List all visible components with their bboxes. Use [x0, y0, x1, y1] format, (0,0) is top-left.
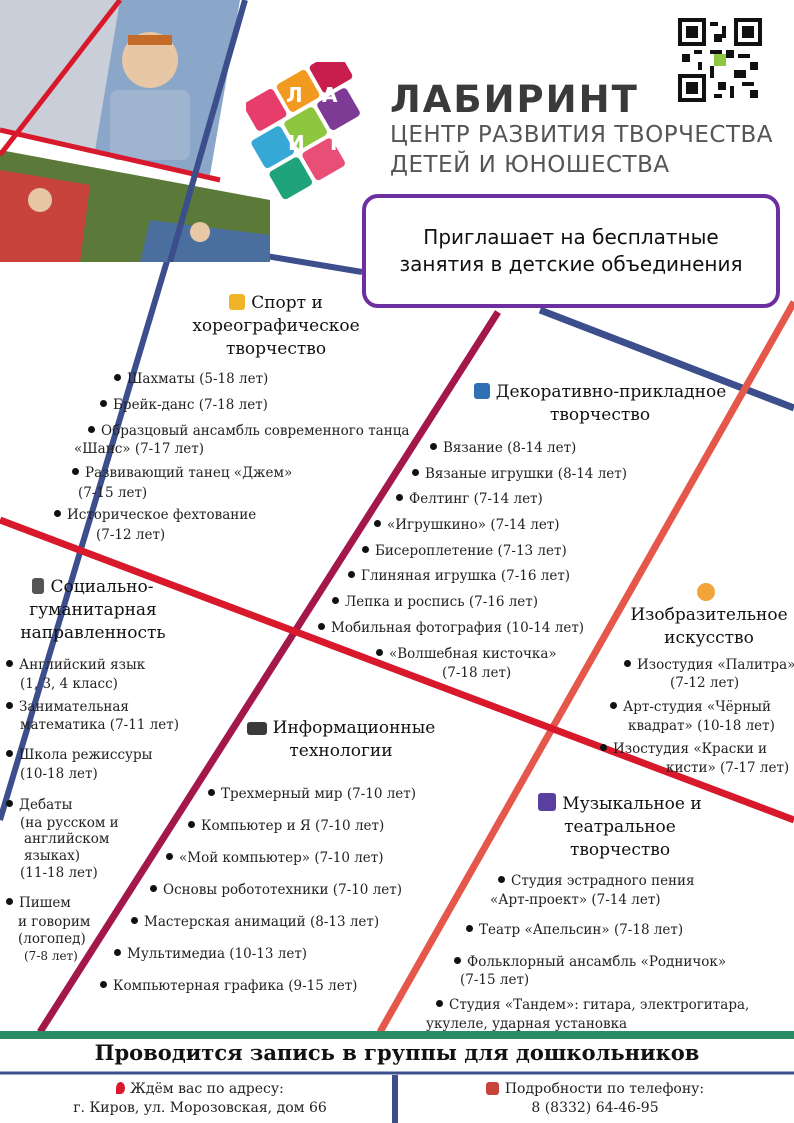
svg-text:Л: Л — [286, 83, 303, 107]
list-item-continued: (7-12 лет) — [670, 675, 740, 691]
svg-text:А: А — [322, 83, 338, 107]
svg-text:Н: Н — [330, 131, 347, 155]
list-item: Изостудия «Палитра» — [624, 656, 794, 675]
section-title-social: Социально- гуманитарная направленность — [20, 577, 166, 643]
list-item: Брейк-данс (7-18 лет) — [100, 396, 268, 415]
music-note-icon — [538, 793, 557, 811]
photo-collage — [0, 0, 270, 262]
list-item: Мобильная фотография (10-14 лет) — [318, 619, 584, 638]
section-title-decorative: Декоративно-прикладное творчество — [460, 381, 740, 427]
list-item: «Игрушкино» (7-14 лет) — [374, 516, 560, 535]
map-pin-icon — [116, 1082, 126, 1094]
list-item: «Волшебная кисточка» — [376, 645, 557, 664]
list-item: Развивающий танец «Джем» — [72, 464, 292, 483]
address-text: г. Киров, ул. Морозовская, дом 66 — [73, 1100, 327, 1116]
list-item: Вязание (8-14 лет) — [430, 439, 576, 458]
list-item-continued: «Шанс» (7-17 лет) — [74, 441, 205, 457]
list-item: Школа режиссуры — [6, 746, 152, 765]
palette-icon — [697, 583, 715, 601]
list-item: Компьютерная графика (9-15 лет) — [100, 977, 357, 996]
list-item: Компьютер и Я (7-10 лет) — [188, 817, 384, 836]
invitation-box: Приглашает на бесплатные занятия в детск… — [362, 194, 780, 308]
list-item: Занимательная — [6, 698, 129, 717]
list-item-continued: языках) — [24, 848, 80, 864]
qr-code[interactable] — [678, 18, 762, 102]
phone-icon — [485, 1082, 499, 1095]
list-item: Студия эстрадного пения — [498, 872, 695, 891]
list-item: Образцовый ансамбль современного танца — [88, 422, 409, 441]
list-item-continued: математика (7-11 лет) — [20, 717, 179, 733]
list-item: Мастерская анимаций (8-13 лет) — [131, 913, 379, 932]
list-item: Лепка и роспись (7-16 лет) — [332, 593, 538, 612]
quill-pen-icon — [32, 578, 45, 594]
laptop-icon — [246, 722, 267, 735]
enrollment-banner: Проводится запись в группы для дошкольни… — [94, 1040, 700, 1065]
list-item: Театр «Апельсин» (7-18 лет) — [466, 921, 683, 940]
brand-subtitle-2: ДЕТЕЙ И ЮНОШЕСТВА — [390, 152, 670, 178]
list-item: Студия «Тандем»: гитара, электрогитара, — [436, 996, 749, 1015]
list-item-continued: (7-15 лет) — [78, 485, 148, 501]
labyrinth-logo: Л А И Н — [246, 62, 360, 200]
list-item: Пишем — [6, 894, 71, 913]
list-item: Дебаты — [6, 796, 72, 815]
list-item: Изостудия «Краски и — [600, 740, 767, 759]
list-item-continued: укулеле, ударная установка — [426, 1016, 628, 1032]
list-item-continued: (7-15 лет) — [460, 972, 530, 988]
list-item-continued: (10-18 лет) — [20, 766, 98, 782]
svg-text:И: И — [288, 131, 305, 155]
list-item: Основы робототехники (7-10 лет) — [150, 881, 402, 900]
list-item: Бисероплетение (7-13 лет) — [362, 542, 567, 561]
list-item-continued: (7-8 лет) — [24, 949, 78, 963]
section-title-sport: Спорт и хореографическое творчество — [192, 293, 360, 359]
list-item: Историческое фехтование — [54, 506, 256, 525]
red-line — [0, 516, 794, 824]
footer-address: Ждём вас по адресу: г. Киров, ул. Морозо… — [40, 1080, 360, 1118]
section-title-music: Музыкальное и театральное творчество — [520, 793, 720, 862]
list-item: Английский язык — [6, 656, 145, 675]
list-item: «Мой компьютер» (7-10 лет) — [166, 849, 384, 868]
list-item-continued: квадрат» (10-18 лет) — [628, 718, 775, 734]
list-item-continued: английском — [24, 831, 110, 847]
list-item: Глиняная игрушка (7-16 лет) — [348, 567, 570, 586]
list-item-continued: (7-12 лет) — [96, 527, 166, 543]
crimson-line — [37, 310, 501, 1034]
list-item-continued: кисти» (7-17 лет) — [666, 760, 790, 776]
list-item: Трехмерный мир (7-10 лет) — [208, 785, 416, 804]
list-item: Арт-студия «Чёрный — [610, 698, 771, 717]
section-title-it: Информационные технологии — [236, 717, 446, 763]
list-item-continued: (на русском и — [20, 815, 119, 831]
list-item-continued: (1, 3, 4 класс) — [20, 676, 118, 692]
thread-spool-icon — [473, 383, 490, 399]
list-item-continued: (7-18 лет) — [442, 665, 512, 681]
list-item-continued: и говорим — [18, 914, 91, 930]
section-title-art: Изобразительное искусство — [630, 605, 788, 648]
list-item: Фелтинг (7-14 лет) — [396, 490, 543, 509]
list-item: Мультимедиа (10-13 лет) — [114, 945, 307, 964]
list-item-continued: «Арт-проект» (7-14 лет) — [490, 892, 661, 908]
navy-line-right — [538, 306, 794, 412]
list-item-continued: (логопед) — [18, 931, 86, 947]
phone-number[interactable]: 8 (8332) 64-46-95 — [531, 1100, 659, 1116]
brand-subtitle-1: ЦЕНТР РАЗВИТИЯ ТВОРЧЕСТВА — [390, 122, 774, 148]
list-item-continued: (11-18 лет) — [20, 865, 98, 881]
coral-line — [376, 300, 794, 1034]
theater-masks-icon — [229, 294, 246, 310]
brand-name: ЛАБИРИНТ — [390, 78, 639, 121]
list-item: Вязаные игрушки (8-14 лет) — [412, 465, 627, 484]
list-item: Шахматы (5-18 лет) — [114, 370, 268, 389]
footer-phone: Подробности по телефону: 8 (8332) 64-46-… — [440, 1080, 750, 1118]
list-item: Фольклорный ансамбль «Родничок» — [454, 953, 726, 972]
